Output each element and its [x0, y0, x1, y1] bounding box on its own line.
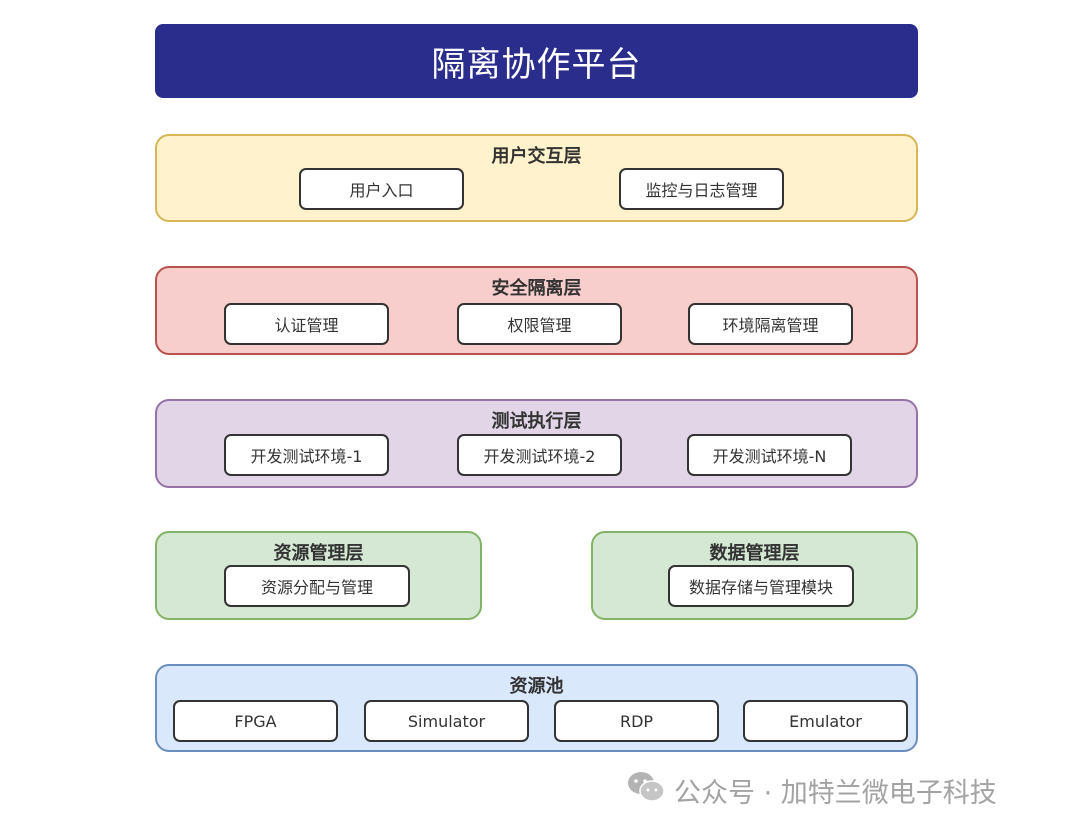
layer-title: 测试执行层	[491, 411, 582, 432]
node-dev-test-env-n: 开发测试环境-N	[687, 434, 852, 476]
wechat-icon	[626, 770, 674, 811]
node-authentication: 认证管理	[224, 303, 389, 345]
test-execution-layer: 测试执行层 开发测试环境-1 开发测试环境-2 开发测试环境-N	[155, 399, 918, 488]
node-emulator: Emulator	[743, 700, 908, 742]
layer-title: 安全隔离层	[491, 278, 582, 299]
diagram-title: 隔离协作平台	[155, 24, 918, 98]
node-permission: 权限管理	[457, 303, 622, 345]
layer-title: 资源管理层	[273, 543, 364, 564]
node-fpga: FPGA	[173, 700, 338, 742]
node-simulator: Simulator	[364, 700, 529, 742]
node-monitoring-logging: 监控与日志管理	[619, 168, 784, 210]
layer-title: 资源池	[509, 676, 564, 697]
layer-title: 用户交互层	[491, 146, 582, 167]
node-resource-allocation: 资源分配与管理	[224, 565, 410, 607]
resource-management-layer: 资源管理层 资源分配与管理	[155, 531, 482, 620]
watermark-text: 公众号 · 加特兰微电子科技	[674, 777, 997, 809]
user-interaction-layer: 用户交互层 用户入口 监控与日志管理	[155, 134, 918, 222]
layer-title: 数据管理层	[709, 543, 800, 564]
node-dev-test-env-1: 开发测试环境-1	[224, 434, 389, 476]
node-rdp: RDP	[554, 700, 719, 742]
resource-pool-layer: 资源池 FPGA Simulator RDP Emulator	[155, 664, 918, 752]
data-management-layer: 数据管理层 数据存储与管理模块	[591, 531, 918, 620]
security-isolation-layer: 安全隔离层 认证管理 权限管理 环境隔离管理	[155, 266, 918, 355]
watermark: 公众号 · 加特兰微电子科技	[626, 770, 997, 810]
node-data-storage: 数据存储与管理模块	[668, 565, 854, 607]
node-env-isolation: 环境隔离管理	[688, 303, 853, 345]
node-user-entry: 用户入口	[299, 168, 464, 210]
node-dev-test-env-2: 开发测试环境-2	[457, 434, 622, 476]
